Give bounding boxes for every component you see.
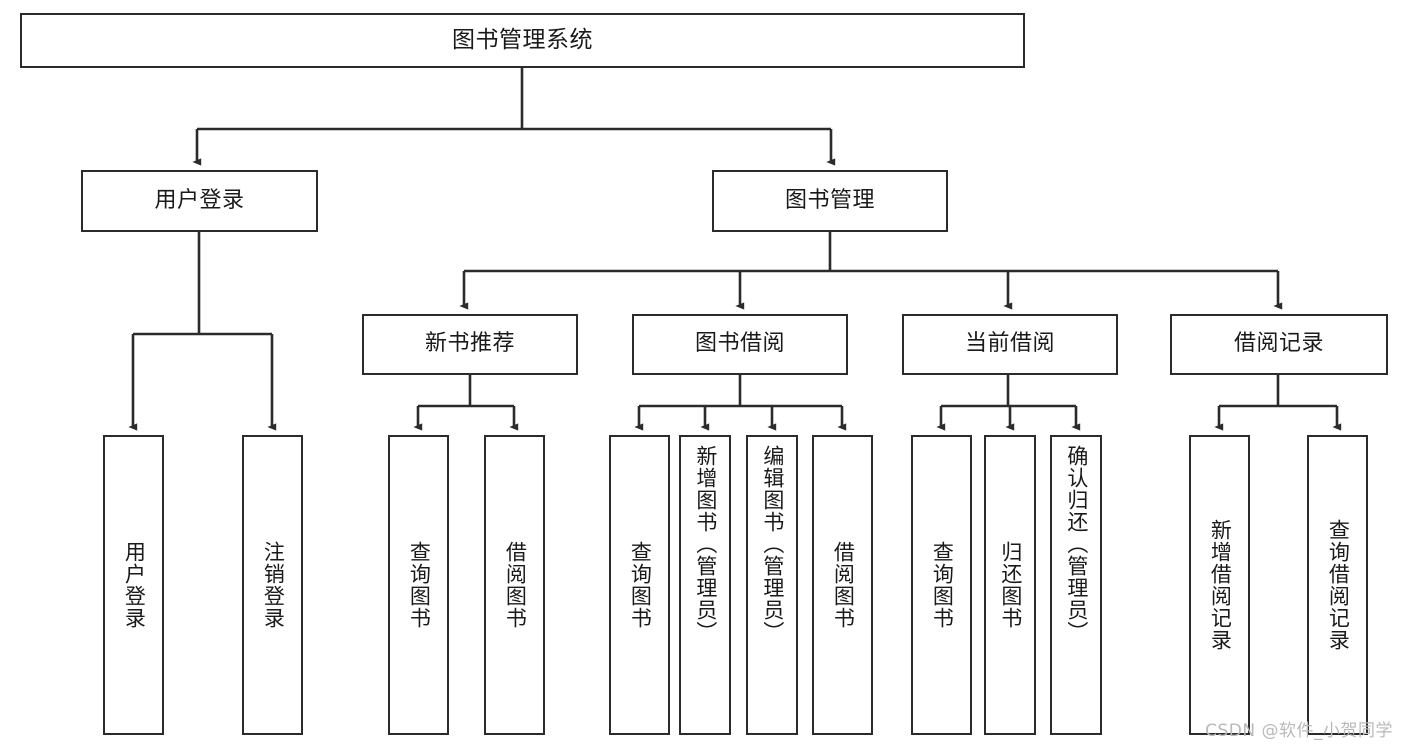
node-leaf-borrow-book-1[interactable]: 借阅图书 bbox=[484, 435, 545, 735]
node-label: 用户登录 bbox=[154, 187, 245, 213]
node-label: 图书借阅 bbox=[694, 331, 785, 357]
node-label: 新增借阅记录 bbox=[1208, 519, 1233, 651]
node-label: 借阅图书 bbox=[503, 541, 528, 629]
node-leaf-borrow-book-2[interactable]: 借阅图书 bbox=[812, 435, 873, 735]
node-label: 确认归还（管理员） bbox=[1064, 445, 1089, 643]
node-book-borrow[interactable]: 图书借阅 bbox=[632, 314, 848, 375]
node-book-management[interactable]: 图书管理 bbox=[712, 170, 948, 232]
node-label: 新增图书（管理员） bbox=[693, 445, 718, 643]
node-label: 查询图书 bbox=[628, 541, 653, 629]
node-label: 借阅记录 bbox=[1233, 331, 1324, 357]
node-leaf-query-record[interactable]: 查询借阅记录 bbox=[1307, 435, 1368, 735]
node-label: 新书推荐 bbox=[424, 331, 515, 357]
node-leaf-user-login[interactable]: 用户登录 bbox=[103, 435, 164, 735]
node-label: 当前借阅 bbox=[964, 331, 1055, 357]
node-leaf-confirm-return[interactable]: 确认归还（管理员） bbox=[1050, 435, 1102, 735]
node-label: 注销登录 bbox=[261, 541, 286, 629]
node-label: 借阅图书 bbox=[831, 541, 856, 629]
node-root-system[interactable]: 图书管理系统 bbox=[20, 13, 1025, 68]
node-user-login[interactable]: 用户登录 bbox=[81, 170, 318, 232]
node-label: 编辑图书（管理员） bbox=[760, 445, 785, 643]
node-label: 查询图书 bbox=[407, 541, 432, 629]
node-leaf-edit-book[interactable]: 编辑图书（管理员） bbox=[746, 435, 798, 735]
node-current-borrow[interactable]: 当前借阅 bbox=[902, 314, 1118, 375]
node-leaf-return-book[interactable]: 归还图书 bbox=[984, 435, 1036, 735]
node-leaf-query-book-3[interactable]: 查询图书 bbox=[911, 435, 972, 735]
node-leaf-add-record[interactable]: 新增借阅记录 bbox=[1189, 435, 1250, 735]
node-label: 查询图书 bbox=[930, 541, 955, 629]
node-label: 图书管理系统 bbox=[452, 26, 593, 53]
node-label: 归还图书 bbox=[998, 541, 1023, 629]
node-leaf-add-book[interactable]: 新增图书（管理员） bbox=[679, 435, 731, 735]
node-borrow-record[interactable]: 借阅记录 bbox=[1170, 314, 1388, 375]
node-label: 图书管理 bbox=[784, 187, 875, 213]
node-label: 用户登录 bbox=[122, 541, 147, 629]
node-leaf-query-book-1[interactable]: 查询图书 bbox=[388, 435, 449, 735]
node-leaf-logout[interactable]: 注销登录 bbox=[242, 435, 303, 735]
node-leaf-query-book-2[interactable]: 查询图书 bbox=[609, 435, 670, 735]
node-label: 查询借阅记录 bbox=[1326, 519, 1351, 651]
node-new-book-recommend[interactable]: 新书推荐 bbox=[362, 314, 578, 375]
